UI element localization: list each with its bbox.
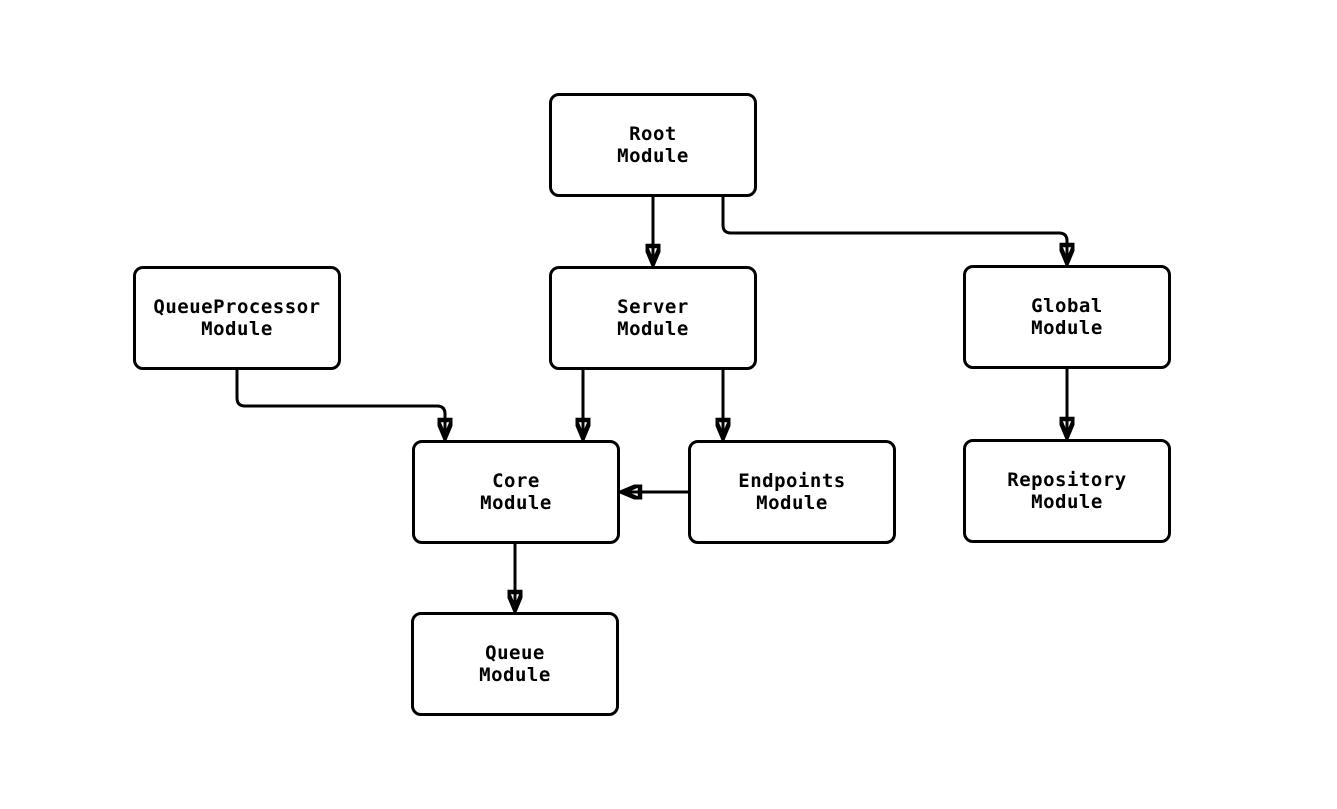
node-queue-label-line1: Queue	[485, 642, 545, 664]
node-global-module: Global Module	[963, 265, 1171, 369]
node-queueprocessor-label-line2: Module	[201, 318, 273, 340]
node-queue-label-line2: Module	[479, 664, 551, 686]
node-core-module: Core Module	[412, 440, 620, 544]
node-queue-module: Queue Module	[411, 612, 619, 716]
node-core-label-line1: Core	[492, 470, 540, 492]
node-root-label-line2: Module	[617, 145, 689, 167]
edge-root-to-global	[721, 197, 1067, 263]
node-root-module: Root Module	[549, 93, 757, 197]
node-repository-label-line2: Module	[1031, 491, 1103, 513]
node-core-label-line2: Module	[480, 492, 552, 514]
node-endpoints-module: Endpoints Module	[688, 440, 896, 544]
node-server-module: Server Module	[549, 266, 757, 370]
node-server-label-line1: Server	[617, 296, 689, 318]
node-server-label-line2: Module	[617, 318, 689, 340]
node-endpoints-label-line2: Module	[756, 492, 828, 514]
node-global-label-line1: Global	[1031, 295, 1103, 317]
node-queueprocessor-module: QueueProcessor Module	[133, 266, 341, 370]
node-queueprocessor-label-line1: QueueProcessor	[153, 296, 321, 318]
node-root-label-line1: Root	[629, 123, 677, 145]
node-repository-label-line1: Repository	[1007, 469, 1127, 491]
edge-queueprocessor-to-core	[235, 370, 445, 438]
node-global-label-line2: Module	[1031, 317, 1103, 339]
node-repository-module: Repository Module	[963, 439, 1171, 543]
node-endpoints-label-line1: Endpoints	[738, 470, 846, 492]
